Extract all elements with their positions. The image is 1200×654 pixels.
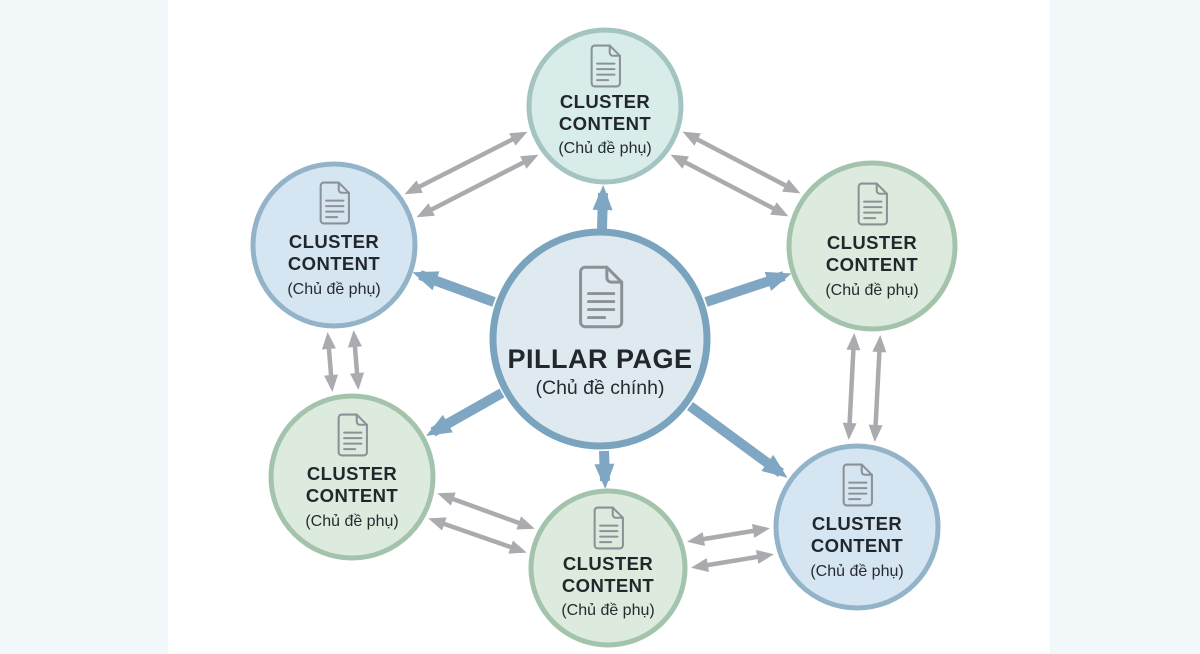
cluster-title-line2: CONTENT	[562, 575, 655, 596]
cluster-title-line1: CLUSTER	[812, 513, 902, 534]
cluster-title-line2: CONTENT	[826, 254, 919, 275]
pillar-page-node: PILLAR PAGE (Chủ đề chính)	[489, 228, 711, 450]
cluster-subtitle: (Chủ đề phụ)	[305, 513, 398, 530]
cluster-node-top-left: CLUSTER CONTENT (Chủ đề phụ)	[250, 161, 418, 329]
cluster-node-top: CLUSTER CONTENT (Chủ đề phụ)	[526, 27, 684, 185]
cluster-subtitle: (Chủ đề phụ)	[561, 602, 654, 619]
ring-arrow-bottom-bottomright-a	[691, 550, 774, 572]
ring-arrow-topright-bottomright-a	[842, 333, 861, 440]
cluster-node-top-right: CLUSTER CONTENT (Chủ đề phụ)	[786, 160, 958, 332]
node-circle	[268, 393, 436, 561]
cluster-node-bottom: CLUSTER CONTENT (Chủ đề phụ)	[528, 488, 688, 648]
hub-arrow-bottom	[594, 450, 615, 489]
ring-arrow-bottom-bottomright-b	[687, 524, 770, 546]
ring-arrow-topleft-bottomleft-a	[321, 332, 339, 392]
cluster-subtitle: (Chủ đề phụ)	[287, 281, 380, 298]
hub-arrow-top-left	[412, 270, 496, 307]
cluster-title-line1: CLUSTER	[563, 553, 653, 574]
node-circle	[250, 161, 418, 329]
cluster-title-line1: CLUSTER	[289, 231, 379, 252]
ring-arrow-bottomleft-bottom-b	[437, 492, 535, 530]
hub-arrow-bottom-left	[426, 388, 505, 437]
node-circle	[786, 160, 958, 332]
cluster-subtitle: (Chủ đề phụ)	[825, 282, 918, 299]
cluster-title-line1: CLUSTER	[827, 232, 917, 253]
cluster-title-line2: CONTENT	[559, 113, 652, 134]
pillar-title: PILLAR PAGE	[507, 344, 692, 374]
cluster-node-bottom-right: CLUSTER CONTENT (Chủ đề phụ)	[773, 443, 941, 611]
cluster-subtitle: (Chủ đề phụ)	[558, 140, 651, 157]
cluster-title-line2: CONTENT	[306, 485, 399, 506]
cluster-title-line2: CONTENT	[288, 253, 381, 274]
cluster-title-line1: CLUSTER	[307, 463, 397, 484]
hub-arrows	[412, 185, 792, 489]
hub-arrow-top-right	[704, 271, 792, 307]
ring-arrow-topleft-bottomleft-b	[347, 330, 365, 390]
node-circle	[528, 488, 688, 648]
ring-arrow-top-topright-b	[682, 131, 801, 194]
node-circle	[773, 443, 941, 611]
cluster-subtitle: (Chủ đề phụ)	[810, 563, 903, 580]
node-circle	[526, 27, 684, 185]
cluster-title-line1: CLUSTER	[560, 91, 650, 112]
node-circle	[489, 228, 711, 450]
cluster-node-bottom-left: CLUSTER CONTENT (Chủ đề phụ)	[268, 393, 436, 561]
pillar-subtitle: (Chủ đề chính)	[536, 377, 665, 399]
ring-arrow-topleft-top-b	[404, 131, 528, 195]
ring-arrow-topright-bottomright-b	[868, 335, 887, 442]
hub-arrow-top	[592, 185, 613, 230]
ring-arrows	[321, 131, 887, 572]
cluster-title-line2: CONTENT	[811, 535, 904, 556]
hub-arrow-bottom-right	[687, 401, 788, 478]
